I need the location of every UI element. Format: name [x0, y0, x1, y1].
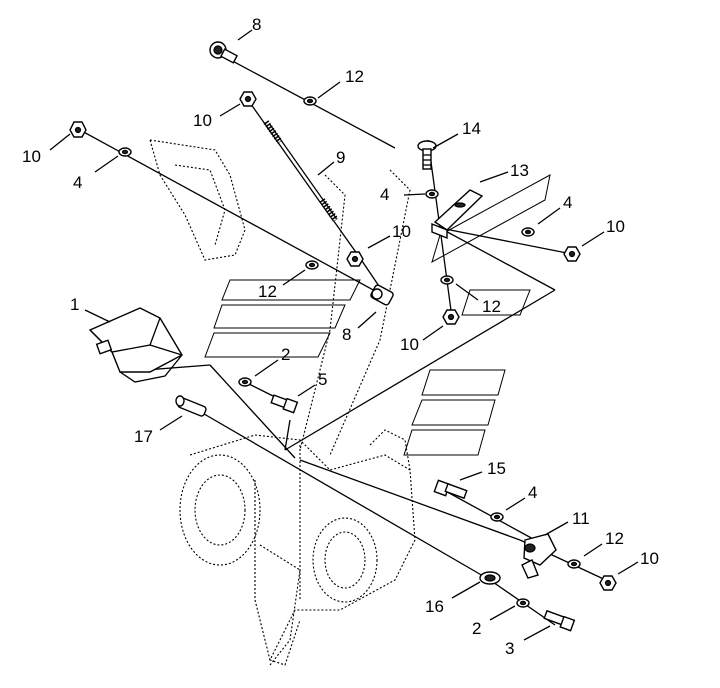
ball-joint-top [209, 41, 239, 64]
washer-2-upper [238, 377, 252, 387]
callout-8-top: 8 [252, 15, 261, 34]
callout-12-top: 12 [345, 67, 364, 86]
callout-10-far-right: 10 [640, 549, 659, 568]
callout-11: 11 [572, 509, 590, 528]
washer-top [303, 96, 317, 106]
washer-lower [490, 512, 504, 522]
washer-right [521, 227, 535, 237]
callout-17: 17 [134, 427, 153, 446]
callout-2-upper: 2 [281, 345, 290, 364]
callout-10-top: 10 [193, 111, 212, 130]
bolt-3 [543, 609, 576, 632]
bolt-5 [270, 394, 299, 414]
nut-left [69, 121, 87, 138]
callout-5: 5 [318, 370, 327, 389]
callout-10-center: 10 [392, 222, 411, 241]
leader-lines [49, 29, 639, 641]
pin [175, 395, 207, 417]
nut-far-right [599, 575, 617, 591]
callout-10-left: 10 [22, 147, 41, 166]
callout-4-left: 4 [73, 173, 82, 192]
callout-15: 15 [487, 459, 506, 478]
nut-lever [442, 309, 460, 325]
callout-8-lower: 8 [342, 325, 351, 344]
cover [88, 307, 183, 383]
callout-10-lever: 10 [400, 335, 419, 354]
clamp-block [521, 533, 557, 579]
washer-far-right [567, 559, 581, 569]
nut-top [239, 91, 257, 107]
ball-joint-lower [370, 284, 394, 306]
callout-16: 16 [425, 597, 444, 616]
washer-2-lower [516, 598, 530, 608]
bolt-15 [433, 479, 468, 500]
washer-left [118, 147, 132, 157]
callout-13: 13 [510, 161, 529, 180]
callout-9: 9 [336, 148, 345, 167]
callout-2-lower: 2 [472, 619, 481, 638]
callout-14: 14 [462, 119, 481, 138]
nut-center [346, 251, 364, 267]
callout-10-right: 10 [606, 217, 625, 236]
callout-4-lower: 4 [528, 483, 537, 502]
rod [263, 120, 339, 222]
background-housing [149, 139, 416, 666]
parts [69, 41, 617, 632]
callout-12-lever: 12 [482, 297, 501, 316]
washer-center [305, 260, 319, 270]
callout-12-far-right: 12 [605, 529, 624, 548]
nut-right [563, 246, 581, 262]
washer-lever [440, 275, 454, 285]
axis-lines [79, 56, 611, 626]
screw-top [417, 140, 437, 170]
washer-middle [425, 189, 439, 199]
clip [479, 571, 501, 585]
background-panels [204, 174, 551, 456]
callout-4-middle: 4 [380, 185, 389, 204]
callout-1: 1 [70, 295, 79, 314]
callout-labels: 8 12 10 9 10 4 10 12 8 14 4 13 4 10 12 1… [22, 15, 659, 658]
lever-arm [431, 189, 484, 240]
callout-12-center: 12 [258, 282, 277, 301]
callout-4-right: 4 [563, 193, 572, 212]
callout-3: 3 [505, 639, 514, 658]
